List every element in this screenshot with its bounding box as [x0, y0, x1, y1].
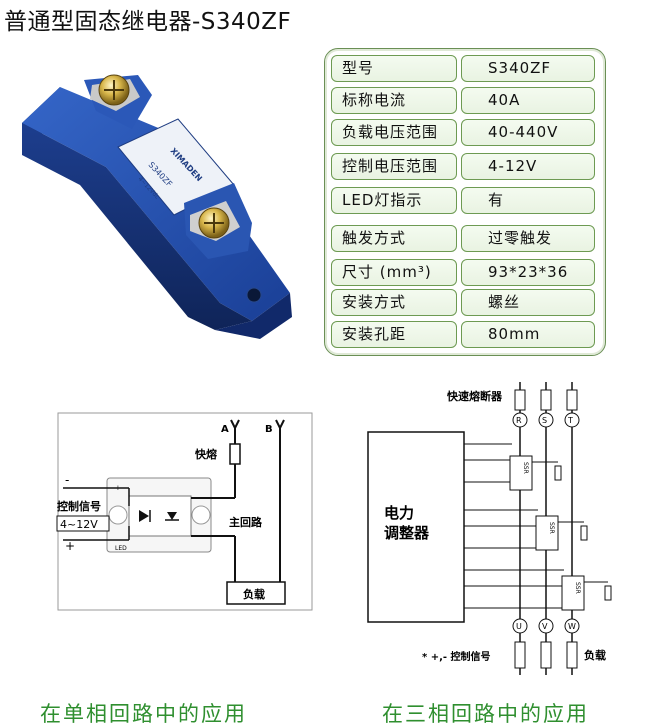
spec-value: 40-440V [461, 119, 595, 146]
spec-label: 负载电压范围 [331, 119, 457, 146]
three-phase-caption: 在三相回路中的应用 [382, 702, 589, 726]
spec-label: 触发方式 [331, 225, 457, 252]
fuse-symbol [229, 443, 241, 465]
control-voltage-box [56, 515, 110, 532]
spec-label: 安装方式 [331, 289, 457, 316]
spec-value: 有 [461, 187, 595, 214]
controller-label-1: 电力 [384, 504, 414, 522]
control-minus-sign: - [65, 473, 69, 487]
control-plus-sign: + [65, 539, 75, 553]
ssr-block-2 [535, 515, 559, 551]
spec-label: 尺寸 (mm³) [331, 259, 457, 286]
phase-b-label: B [265, 424, 273, 435]
terminal-s: S [542, 416, 547, 425]
fast-fuse-label: 快速熔断器 [446, 389, 503, 403]
spec-value: 40A [461, 87, 595, 114]
ssr-block-1 [509, 455, 533, 491]
spec-value: 4-12V [461, 153, 595, 180]
load-box [226, 581, 286, 605]
spec-row-led: LED灯指示 有 [331, 187, 597, 214]
control-voltage: 4~12V [60, 518, 98, 531]
single-phase-caption: 在单相回路中的应用 [40, 702, 247, 726]
spec-row-mounting: 安装方式 螺丝 [331, 289, 597, 316]
load-label: 负载 [584, 648, 606, 662]
ssr-label: SSR [574, 582, 581, 594]
spec-value: 80mm [461, 321, 595, 348]
spec-label: 标称电流 [331, 87, 457, 114]
terminal-w: W [568, 622, 576, 631]
single-phase-diagram: A B 快熔 + LED 主回路 负载 - 控制信号 4~12V + [56, 412, 313, 611]
three-phase-diagram: 快速熔断器 R S T 电力 调整器 SSR SSR SSR U V W * +… [367, 382, 612, 675]
spec-row-trigger: 触发方式 过零触发 [331, 225, 597, 252]
main-circuit-label: 主回路 [229, 515, 263, 529]
spec-row-current: 标称电流 40A [331, 87, 597, 114]
spec-label: 安装孔距 [331, 321, 457, 348]
load-resistor [514, 641, 526, 669]
spec-row-load-voltage: 负载电压范围 40-440V [331, 119, 597, 146]
phase-a-label: A [221, 424, 229, 435]
spec-table: 型号 S340ZF 标称电流 40A 负载电压范围 40-440V 控制电压范围… [324, 48, 606, 356]
spec-row-hole-distance: 安装孔距 80mm [331, 321, 597, 348]
terminal-r: R [516, 416, 522, 425]
fuse-symbol [566, 389, 578, 411]
spec-row-control-voltage: 控制电压范围 4-12V [331, 153, 597, 180]
load-label: 负载 [243, 587, 265, 601]
spec-label: LED灯指示 [331, 187, 457, 214]
spec-value: 螺丝 [461, 289, 595, 316]
fuse-symbol [514, 389, 526, 411]
spec-row-size: 尺寸 (mm³) 93*23*36 [331, 259, 597, 286]
terminal-v: V [542, 622, 548, 631]
spec-row-model: 型号 S340ZF [331, 55, 597, 82]
fuse-symbol [540, 389, 552, 411]
spec-label: 型号 [331, 55, 457, 82]
ssr-block-3 [561, 575, 585, 611]
controller-label-2: 调整器 [384, 524, 430, 542]
fuse-label: 快熔 [194, 447, 218, 461]
spec-value: 过零触发 [461, 225, 595, 252]
load-resistor [566, 641, 578, 669]
spec-label: 控制电压范围 [331, 153, 457, 180]
control-signal-label: 控制信号 [57, 499, 101, 513]
power-controller-box [367, 431, 465, 623]
relay-led-text: LED [115, 545, 127, 552]
control-signal-label: * +,- 控制信号 [422, 650, 491, 663]
spec-value: S340ZF [461, 55, 595, 82]
page-title: 普通型固态继电器-S340ZF [4, 9, 292, 35]
ssr-label: SSR [522, 462, 529, 474]
spec-value: 93*23*36 [461, 259, 595, 286]
terminal-t: T [567, 416, 573, 425]
terminal-u: U [516, 622, 522, 631]
relay-product-image: XIMADEN S340ZF 4~12Vdc [22, 74, 292, 339]
ssr-label: SSR [548, 522, 555, 534]
load-resistor [540, 641, 552, 669]
